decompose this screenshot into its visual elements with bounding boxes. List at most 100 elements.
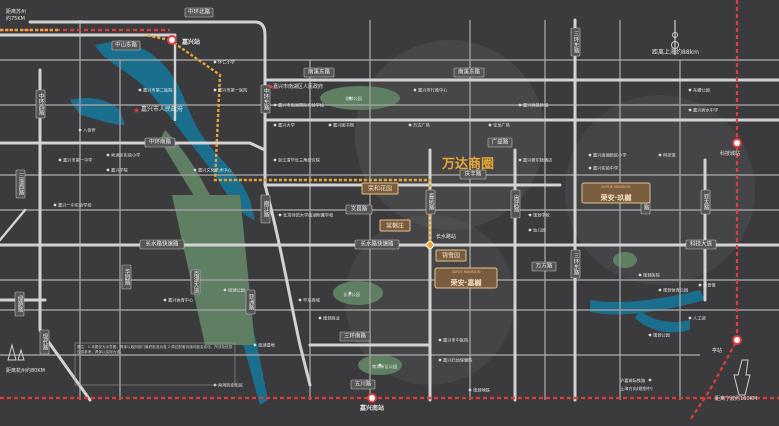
svg-text:嘉兴实验中学: 嘉兴实验中学 xyxy=(593,165,618,172)
station-huting[interactable]: 亭站 xyxy=(712,335,742,354)
legend-text: 备注：1.本图仅为示意图，具体以政府部门最终批准为准 2.周边配套设施可能会变化… xyxy=(77,345,233,354)
tower-icon-shanghai xyxy=(671,20,679,55)
svg-text:嘉兴市南湖区人民政府: 嘉兴市南湖区人民政府 xyxy=(273,83,323,90)
distance-ningbo: 距离宁波约160KM xyxy=(715,395,757,402)
svg-text:荣安·嘉樾: 荣安·嘉樾 xyxy=(450,278,483,287)
green-east xyxy=(613,252,637,268)
svg-text:宝龙广场: 宝龙广场 xyxy=(493,122,510,129)
svg-text:长水路站: 长水路站 xyxy=(436,233,456,240)
wanda-district-label: 万达商圈 xyxy=(441,156,494,172)
lake-east xyxy=(635,310,690,333)
svg-text:绿荫路: 绿荫路 xyxy=(17,295,24,314)
pagoda-icon-ningbo xyxy=(733,359,751,396)
legend-box: 备注：1.本图仅为示意图，具体以政府部门最终批准为准 2.周边配套设施可能会变化… xyxy=(74,342,236,386)
svg-text:嘉兴市第一医院: 嘉兴市第一医院 xyxy=(218,87,248,94)
district-star-icon: ★ xyxy=(268,83,274,91)
station-jiaxing-south[interactable]: 嘉兴南站 xyxy=(359,393,384,412)
gov-marker[interactable]: ★ 嘉兴市人民政府 xyxy=(133,105,183,115)
svg-text:嘉兴市第二医院: 嘉兴市第二医院 xyxy=(143,87,173,94)
svg-text:荣和花园: 荣和花园 xyxy=(368,185,392,193)
station-jiaxing[interactable]: 嘉兴站 xyxy=(167,35,200,46)
station-kechuang[interactable]: 科技城站 xyxy=(720,138,742,157)
svg-text:秀洲区实验小学: 秀洲区实验小学 xyxy=(111,152,140,159)
svg-text:亭站: 亭站 xyxy=(712,347,722,354)
project-rongan-jiayue[interactable]: 荣安·嘉樾 JIAYUE MANSION xyxy=(434,267,498,289)
svg-text:华园路: 华园路 xyxy=(124,268,131,287)
project-rongan-jiuyue[interactable]: 荣安·玖樾 JIUYUE MANSION xyxy=(581,182,651,204)
svg-text:人工湖: 人工湖 xyxy=(693,315,706,322)
jiuyue-halo xyxy=(565,95,755,285)
distance-shanghai: 距离上海约88km xyxy=(652,48,699,56)
svg-text:庆丰路: 庆丰路 xyxy=(465,170,482,178)
district-gov-marker[interactable]: ★ 嘉兴市南湖区人民政府 xyxy=(268,83,323,91)
svg-text:中山东路: 中山东路 xyxy=(115,41,138,49)
river-east xyxy=(590,290,705,315)
svg-text:棠樾庄: 棠樾庄 xyxy=(386,222,404,230)
svg-text:规划商业: 规划商业 xyxy=(323,315,340,322)
svg-text:体育馆: 体育馆 xyxy=(703,282,716,289)
estate-ronghe[interactable]: 荣和花园 xyxy=(361,182,399,195)
svg-text:规划学校: 规划学校 xyxy=(533,212,551,219)
svg-text:嘉兴市中医院: 嘉兴市中医院 xyxy=(443,337,469,344)
svg-text:华东商城: 华东商城 xyxy=(303,297,321,304)
svg-text:中环西路: 中环西路 xyxy=(38,92,45,117)
svg-text:嘉兴秀水中学: 嘉兴秀水中学 xyxy=(693,107,718,114)
svg-text:嘉兴站: 嘉兴站 xyxy=(181,38,200,46)
svg-text:嘉兴妇幼保健院: 嘉兴妇幼保健院 xyxy=(443,357,473,364)
station-changshui[interactable]: 长水路站 xyxy=(426,233,457,249)
svg-text:北京师范大学南湖附属学校: 北京师范大学南湖附属学校 xyxy=(283,212,334,219)
distance-suzhou: 距离苏州 约75KM xyxy=(6,8,26,22)
svg-text:嘉兴市第一中学: 嘉兴市第一中学 xyxy=(63,157,92,164)
svg-text:约75KM: 约75KM xyxy=(6,15,25,22)
estate-tangyue[interactable]: 棠樾庄 xyxy=(379,219,411,232)
svg-text:北部公园: 北部公园 xyxy=(345,95,362,102)
svg-text:嘉兴希尔顿酒店: 嘉兴希尔顿酒店 xyxy=(523,157,552,164)
svg-text:现代路: 现代路 xyxy=(42,334,49,352)
svg-text:五川路: 五川路 xyxy=(355,380,372,388)
svg-text:幼儿园: 幼儿园 xyxy=(533,227,546,234)
distance-hangzhou: 距离杭州约80KM xyxy=(6,367,45,374)
svg-text:嘉兴文化艺术中心: 嘉兴文化艺术中心 xyxy=(198,167,232,174)
svg-text:南湖大道: 南湖大道 xyxy=(193,270,200,295)
svg-text:南湖新区公园: 南湖新区公园 xyxy=(372,363,397,370)
svg-text:怀仁小学: 怀仁小学 xyxy=(218,59,235,66)
svg-text:文昌路: 文昌路 xyxy=(351,205,368,213)
road-labels: 中环北路 中山东路 南溪东路 南溪东路 广益路 中环南路 长水路快速路 长水路快… xyxy=(14,8,717,390)
svg-text:长水公园: 长水公园 xyxy=(343,291,360,298)
svg-text:万达广场: 万达广场 xyxy=(413,122,430,129)
svg-text:三环南路: 三环南路 xyxy=(344,332,367,340)
svg-text:JIUYUE MANSION: JIUYUE MANSION xyxy=(600,185,631,189)
green-north xyxy=(320,86,400,110)
city-icon-hangzhou xyxy=(7,343,25,361)
svg-text:嘉杭路: 嘉杭路 xyxy=(428,193,435,212)
svg-text:周武路: 周武路 xyxy=(513,196,520,214)
svg-text:嘉兴南站: 嘉兴南站 xyxy=(359,404,384,412)
svg-text:三环东路: 三环东路 xyxy=(573,253,580,277)
svg-text:嘉兴体育中心: 嘉兴体育中心 xyxy=(168,297,194,304)
svg-text:嘉兴市行政中心: 嘉兴市行政中心 xyxy=(418,87,448,94)
svg-text:规划公园: 规划公园 xyxy=(653,332,670,339)
svg-text:嘉兴学院: 嘉兴学院 xyxy=(111,167,129,174)
svg-text:规划医院: 规划医院 xyxy=(643,272,661,279)
svg-text:沪嘉城际铁路: 沪嘉城际铁路 xyxy=(620,377,646,384)
gov-star-icon: ★ xyxy=(133,106,140,115)
svg-text:东栅公园: 东栅公园 xyxy=(693,87,710,94)
svg-text:锦雪园: 锦雪园 xyxy=(442,252,460,260)
svg-text:浙江清华长三角研究院: 浙江清华长三角研究院 xyxy=(278,157,321,164)
svg-text:南溪东路: 南溪东路 xyxy=(308,68,331,76)
svg-text:中环南路: 中环南路 xyxy=(149,138,172,146)
svg-text:万方路: 万方路 xyxy=(536,262,553,270)
svg-text:三环东路: 三环东路 xyxy=(573,31,580,55)
svg-text:南湖湿地: 南湖湿地 xyxy=(258,342,276,349)
svg-text:科技城站: 科技城站 xyxy=(720,150,740,157)
svg-text:长水路快速路: 长水路快速路 xyxy=(360,240,394,248)
svg-text:广益路: 广益路 xyxy=(492,138,509,146)
estate-jinxue[interactable]: 锦雪园 xyxy=(435,249,467,262)
svg-text:JIAYUE MANSION: JIAYUE MANSION xyxy=(451,270,481,274)
svg-text:南江路: 南江路 xyxy=(263,200,270,219)
svg-text:嘉兴市人民政府: 嘉兴市人民政府 xyxy=(141,105,183,113)
green-park-south xyxy=(172,195,255,345)
svg-text:嘉兴大学: 嘉兴大学 xyxy=(278,122,295,129)
svg-text:南湖公园: 南湖公园 xyxy=(228,287,245,294)
